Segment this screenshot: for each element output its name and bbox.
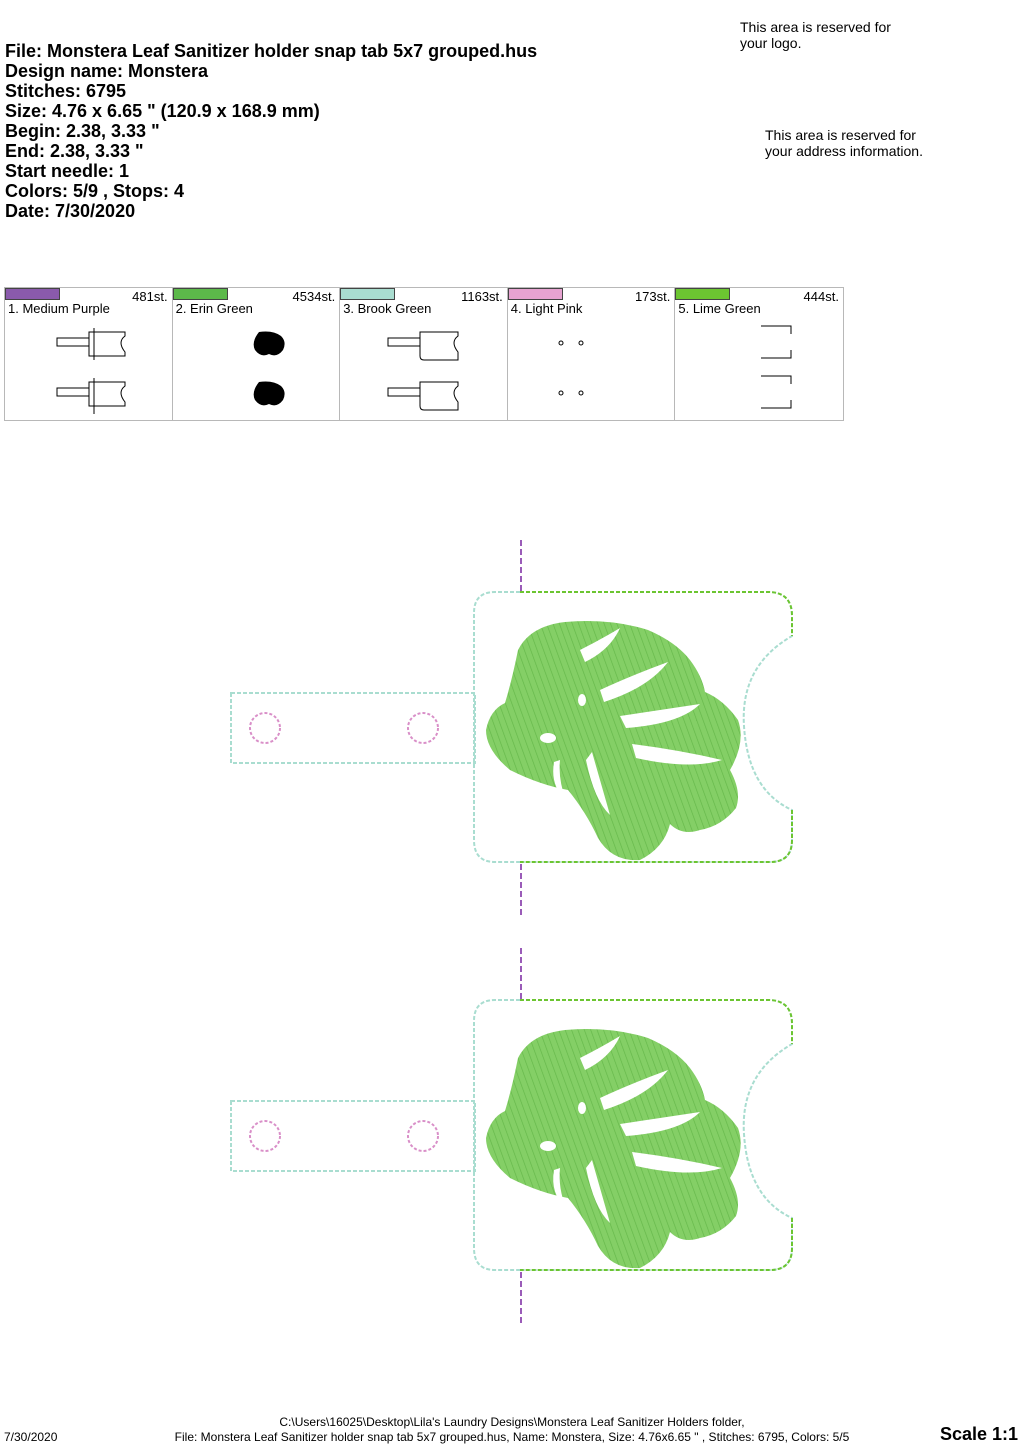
stitch-count: 173st.	[634, 289, 671, 304]
snap-tab-outline	[230, 1100, 476, 1172]
design-info: File: Monstera Leaf Sanitizer holder sna…	[5, 41, 537, 221]
color-name: 3. Brook Green	[343, 301, 432, 316]
tab-unit-bottom	[230, 948, 793, 1326]
color-swatch	[340, 288, 396, 300]
color-name: 2. Erin Green	[175, 301, 253, 316]
color-name: 4. Light Pink	[510, 301, 583, 316]
footer-summary: File: Monstera Leaf Sanitizer holder sna…	[174, 1430, 850, 1444]
palette-cell-4: 173st. 4. Light Pink	[507, 288, 676, 420]
color-swatch	[172, 288, 228, 300]
color-swatch	[5, 288, 60, 300]
snap-circle	[407, 1120, 439, 1152]
stitch-count: 1163st.	[461, 289, 503, 304]
info-design-name: Design name: Monstera	[5, 61, 209, 81]
monstera-leaf	[486, 1029, 741, 1269]
footer-scale: Scale 1:1	[939, 1424, 1018, 1444]
stitch-count: 444st.	[803, 289, 839, 304]
palette-cell-1: 481st. 1. Medium Purple	[5, 288, 173, 420]
info-begin: Begin: 2.38, 3.33 "	[5, 121, 160, 141]
design-preview	[230, 540, 793, 1326]
edge-brackets-icon	[761, 325, 792, 409]
logo-reserved-note: This area is reserved for your logo.	[740, 19, 891, 51]
lime-edge	[520, 591, 793, 636]
stitch-count: 4534st.	[292, 289, 336, 304]
holder-outline-left	[473, 999, 520, 1271]
info-size: Size: 4.76 x 6.65 " (120.9 x 168.9 mm)	[5, 101, 320, 121]
info-file: File: Monstera Leaf Sanitizer holder sna…	[5, 41, 538, 61]
footer-date: 7/30/2020	[4, 1430, 58, 1444]
tab-outline-icon	[56, 328, 126, 414]
tab-outline-icon	[387, 331, 459, 411]
color-swatch	[507, 288, 563, 300]
palette-cell-3: 1163st. 3. Brook Green	[340, 288, 508, 420]
snap-circle	[249, 1120, 281, 1152]
tab-unit-top	[230, 540, 793, 918]
leaf-fill-icon	[253, 331, 285, 406]
footer-path: C:\Users\16025\Desktop\Lila's Laundry De…	[279, 1415, 745, 1429]
color-name: 5. Lime Green	[678, 301, 761, 316]
snap-tab-outline	[230, 692, 476, 764]
leaf-slits	[540, 1036, 722, 1223]
snap-circle	[249, 712, 281, 744]
color-name: 1. Medium Purple	[8, 301, 110, 316]
lime-edge	[520, 1218, 793, 1271]
info-start-needle: Start needle: 1	[5, 161, 130, 181]
info-colors: Colors: 5/9 , Stops: 4	[5, 181, 185, 201]
snap-dots-icon	[558, 340, 584, 396]
holder-outline-left	[473, 591, 520, 863]
color-swatch	[675, 288, 731, 300]
palette-cell-5: 444st. 5. Lime Green	[675, 288, 843, 420]
monstera-leaf	[486, 621, 741, 861]
address-reserved-note: This area is reserved for your address i…	[765, 127, 923, 159]
snap-circle	[407, 712, 439, 744]
info-end: End: 2.38, 3.33 "	[5, 141, 144, 161]
info-date: Date: 7/30/2020	[5, 201, 136, 221]
color-palette: 481st. 1. Medium Purple 4534st. 2. Erin …	[4, 287, 844, 421]
palette-cell-2: 4534st. 2. Erin Green	[172, 288, 341, 420]
leaf-slits	[540, 628, 722, 815]
lime-edge	[520, 999, 793, 1044]
stitch-count: 481st.	[132, 289, 168, 304]
lime-edge	[520, 810, 793, 863]
info-stitches: Stitches: 6795	[5, 81, 127, 101]
